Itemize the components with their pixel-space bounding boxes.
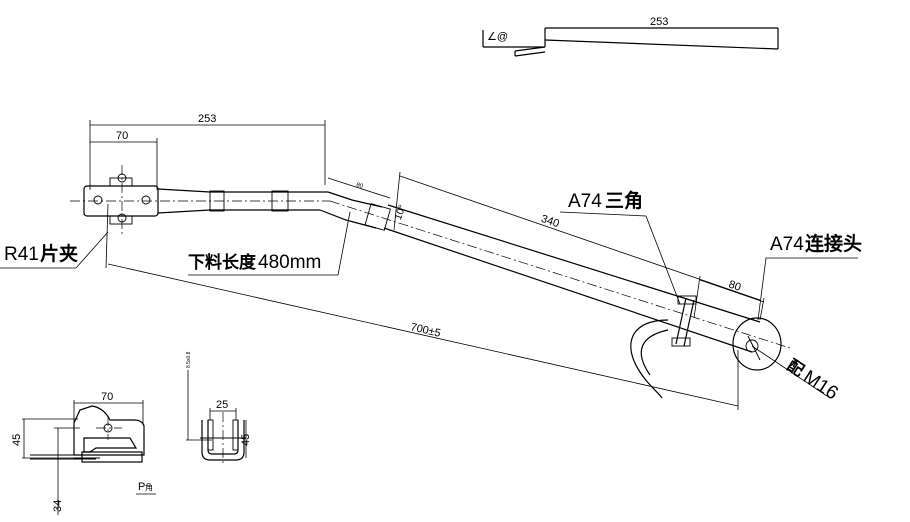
angle-dimension: 10° [393,203,409,221]
side-offset-dimension: 34 [52,500,64,512]
a74-connector-label-suffix: 连接头 [805,232,862,255]
a74-connector-head [732,317,782,371]
top-angle-symbol: ∠@ [487,31,508,43]
clamp-width-dimension: 70 [116,130,128,142]
end-length-dimension: 80 [727,278,742,293]
top-length-dimension: 253 [650,16,668,28]
a74-connector-label-prefix: A74 [770,234,804,255]
top-view-bar: 253 ∠@ [482,16,779,57]
section-vertical-note: 8.5x0.8 [186,351,192,368]
p-label: P [138,481,145,493]
cut-length-label-suffix: 480mm [258,252,321,273]
a74-triangle-label-suffix: 三角 [605,189,643,212]
m16-label-suffix: M16 [799,367,841,405]
side-view: 70 45 34 P 角 [11,391,156,515]
total-length-dimension: 700±5 [409,321,441,340]
section-height-dimension: 45 [240,434,252,446]
section-width-dimension: 25 [216,399,228,411]
a74-triangle-label-prefix: A74 [568,191,602,212]
segment-length-dimension: 340 [539,213,560,230]
side-height-dimension: 45 [11,434,23,446]
small-tag-dimension: 80 [355,182,364,190]
r41-clamp-label-suffix: 片夹 [40,242,78,265]
main-assembly-view: 253 70 [0,113,862,410]
cut-length-label-prefix: 下料长度 [188,252,257,272]
side-width-dimension: 70 [101,391,113,403]
r41-clamp-label-prefix: R41 [4,244,39,265]
main-length-dimension: 253 [198,113,216,125]
p-sub-label: 角 [145,482,153,492]
section-view: 8.5x0.8 25 45 [186,351,252,466]
